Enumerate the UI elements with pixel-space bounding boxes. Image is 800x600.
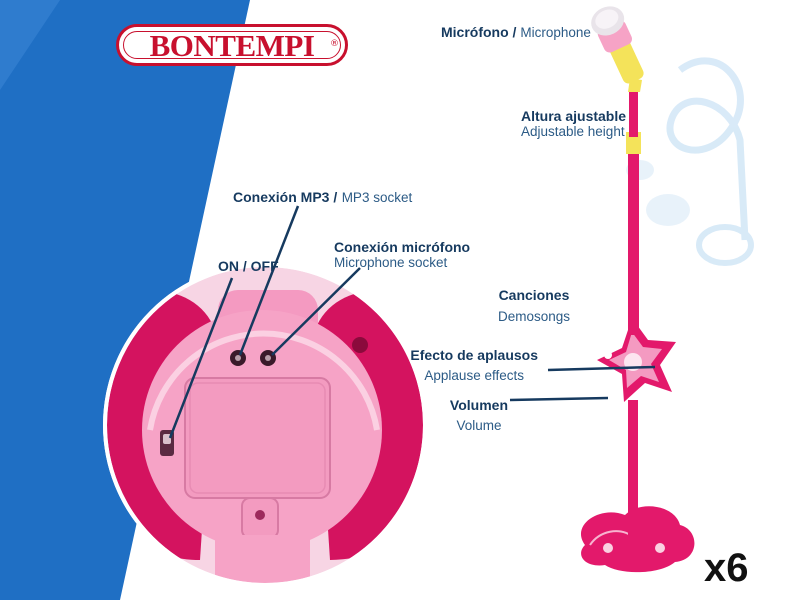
label-on-off-text: ON / OFF [218, 258, 279, 274]
blue-background-panel [0, 0, 250, 600]
label-mic-socket-en: Microphone socket [334, 255, 448, 271]
logo-inner-border [123, 31, 341, 59]
label-volume: Volumen Volume [450, 397, 508, 434]
label-microphone-separator: / [508, 24, 521, 40]
bontempi-logo: BONTEMPI ® [116, 24, 348, 66]
label-applause-en: Applause effects [424, 368, 524, 384]
leader-lines-closeup [168, 205, 361, 439]
base-closeup-circle [103, 263, 427, 587]
label-volume-es: Volumen [449, 397, 508, 413]
pack-quantity-badge: x6 [704, 546, 749, 590]
registered-mark: ® [330, 39, 339, 49]
microphone-head [591, 6, 644, 84]
label-applause: Efecto de aplausos Applause effects [410, 347, 538, 384]
microphone-stand [580, 6, 695, 573]
label-height-es: Altura ajustable [521, 108, 627, 124]
label-microphone: Micrófono / Microphone [441, 24, 591, 42]
label-microphone-en: Microphone [520, 25, 591, 40]
music-note-decoration [626, 57, 754, 266]
label-adjustable-height: Altura ajustable Adjustable height [521, 108, 626, 140]
label-mp3-en: MP3 socket [341, 190, 413, 205]
label-mic-socket: Conexión micrófono Microphone socket [334, 239, 470, 271]
label-mp3-socket: Conexión MP3 / MP3 socket [233, 189, 412, 207]
label-mp3-es: Conexión MP3 / [233, 189, 338, 205]
blue-panel-accent [0, 0, 60, 90]
label-demosongs-es: Canciones [498, 287, 570, 303]
label-microphone-es: Micrófono [441, 24, 509, 40]
logo-text: BONTEMPI [149, 28, 315, 63]
label-on-off: ON / OFF [218, 258, 279, 276]
label-height-en: Adjustable height [521, 124, 625, 140]
label-mic-socket-es: Conexión micrófono [334, 239, 471, 255]
label-demosongs: Canciones Demosongs [498, 287, 570, 325]
label-volume-en: Volume [456, 418, 502, 434]
label-applause-es: Efecto de aplausos [410, 347, 538, 363]
label-demosongs-en: Demosongs [497, 309, 570, 325]
leader-lines-stand [509, 365, 656, 402]
